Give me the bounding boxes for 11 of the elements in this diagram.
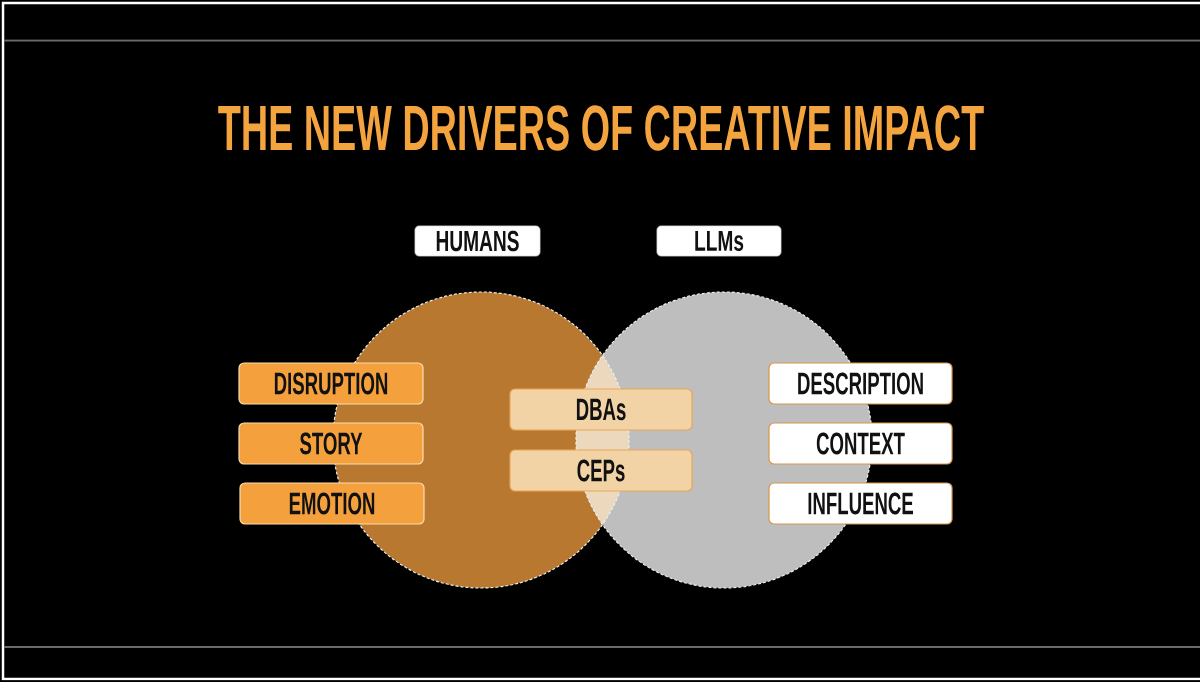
- term-box: EMOTION: [239, 482, 425, 525]
- term-box: INFLUENCE: [768, 482, 953, 525]
- term-box: DESCRIPTION: [768, 362, 953, 405]
- term-box: DBAs: [509, 388, 693, 431]
- term-box: DISRUPTION: [238, 362, 424, 405]
- term-box: STORY: [238, 422, 424, 465]
- set-label: HUMANS: [414, 225, 541, 257]
- title: THE NEW DRIVERS OF CREATIVE IMPACT: [218, 105, 984, 151]
- term-box: CONTEXT: [768, 422, 953, 465]
- set-label: LLMs: [656, 225, 782, 257]
- term-box: CEPs: [509, 449, 693, 492]
